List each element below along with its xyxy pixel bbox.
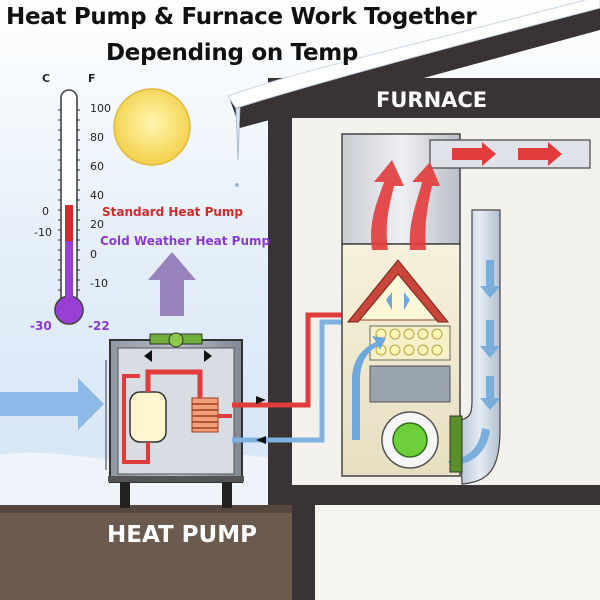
f-tick: 60 <box>90 160 104 173</box>
rising-air-arrow <box>148 252 196 316</box>
sun-icon <box>113 88 191 166</box>
return-air-duct <box>448 209 501 485</box>
f-tick: 40 <box>90 189 104 202</box>
standard-heat-pump-label: Standard Heat Pump <box>102 205 244 219</box>
bottom-c-value: -30 <box>30 319 52 333</box>
cold-refrigerant-line <box>232 319 348 443</box>
heat-pump-unit <box>105 332 244 508</box>
cold-weather-heat-pump-label: Cold Weather Heat Pump <box>100 234 271 248</box>
title-line-2: Depending on Temp <box>106 40 359 66</box>
c-tick: 0 <box>42 205 49 218</box>
title-line-1: Heat Pump & Furnace Work Together <box>6 4 477 30</box>
furnace-label: FURNACE <box>376 88 488 112</box>
celsius-unit: C <box>42 72 51 85</box>
f-tick: 0 <box>90 248 97 261</box>
heat-pump-label: HEAT PUMP <box>107 522 257 548</box>
f-tick: -10 <box>90 277 108 290</box>
f-tick: 20 <box>90 218 104 231</box>
hot-refrigerant-line <box>232 312 345 408</box>
c-tick: -10 <box>34 226 52 239</box>
fahrenheit-unit: F <box>88 72 96 85</box>
f-tick: 80 <box>90 131 104 144</box>
furnace-unit <box>341 133 591 477</box>
bottom-f-value: -22 <box>88 319 110 333</box>
thermometer-icon <box>54 89 84 325</box>
f-tick: 100 <box>90 102 111 115</box>
cold-air-arrow <box>0 378 104 430</box>
